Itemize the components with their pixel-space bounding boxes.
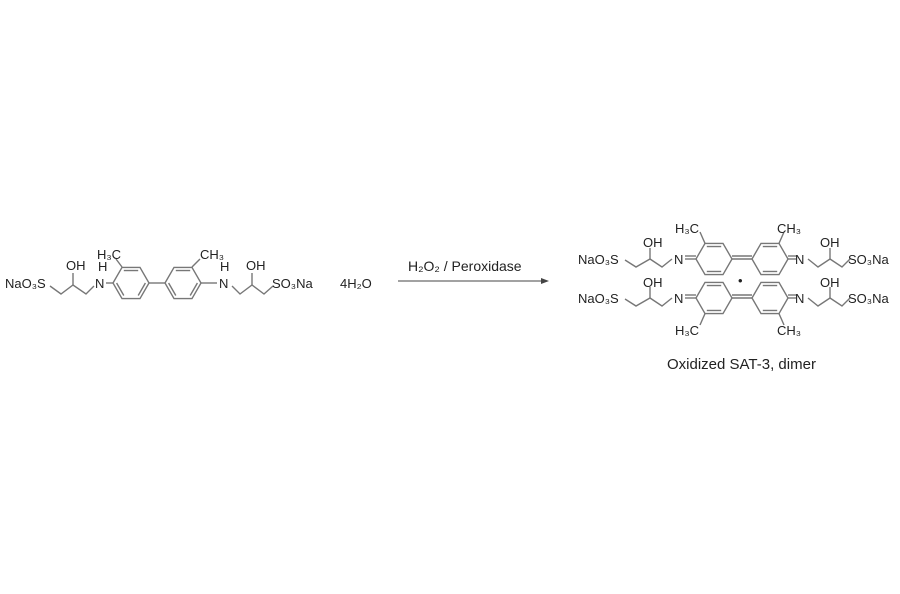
methyl-label: CH₃ [777,323,801,338]
methyl-label: CH₃ [200,247,224,262]
bond [807,258,851,268]
bond [751,242,789,276]
bond [115,282,125,296]
amine-h-label: H [220,259,229,274]
hydrate-label: 4H₂O [340,276,372,291]
methyl-label: H₃C [675,221,699,236]
product-top: NaO₃S OH N H₃C CH₃ N OH SO₃Na [578,221,889,267]
bond [807,297,851,307]
bond [699,313,706,326]
hydroxyl-label: OH [820,235,840,250]
nitrogen-label: N [674,291,683,306]
bond [624,297,673,307]
methyl-label: H₃C [675,323,699,338]
sulfonate-label: NaO₃S [578,252,619,267]
bond [231,284,274,295]
sulfonate-label: SO₃Na [848,291,889,306]
radical-dot: • [738,273,743,288]
nitrogen-label: N [795,291,804,306]
hydroxyl-label: OH [643,235,663,250]
bond [115,258,123,268]
hydroxyl-label: OH [66,258,86,273]
sulfonate-label: SO₃Na [272,276,313,291]
bond [778,231,785,244]
sulfonate-label: NaO₃S [5,276,46,291]
bond [778,313,785,326]
amine-h-label: H [98,259,107,274]
bond [751,281,789,315]
bond [624,258,673,268]
nitrogen-label: N [95,276,104,291]
bond [167,282,177,296]
bond [189,282,199,296]
methyl-label: H₃C [97,247,121,262]
sulfonate-label: NaO₃S [578,291,619,306]
bond [699,231,706,244]
bond [695,281,733,315]
reagent-label: H₂O₂ / Peroxidase [408,258,522,274]
nitrogen-label: N [674,252,683,267]
bond [164,266,202,300]
hydroxyl-label: OH [643,275,663,290]
bond [49,284,95,295]
hydroxyl-label: OH [820,275,840,290]
bond [137,282,147,296]
bond [695,242,733,276]
reactant-sat3: NaO₃S OH H N H₃C CH₃ H N OH SO₃Na 4H₂O [5,247,372,291]
sulfonate-label: SO₃Na [848,252,889,267]
nitrogen-label: N [219,276,228,291]
bond [191,258,201,268]
methyl-label: CH₃ [777,221,801,236]
nitrogen-label: N [795,252,804,267]
reaction-arrow: H₂O₂ / Peroxidase [398,258,549,284]
bond-lines [49,231,851,326]
bond [112,266,150,300]
hydroxyl-label: OH [246,258,266,273]
product-caption: Oxidized SAT-3, dimer [667,356,816,373]
product-bottom: NaO₃S OH N H₃C CH₃ N OH SO₃Na [578,275,889,338]
